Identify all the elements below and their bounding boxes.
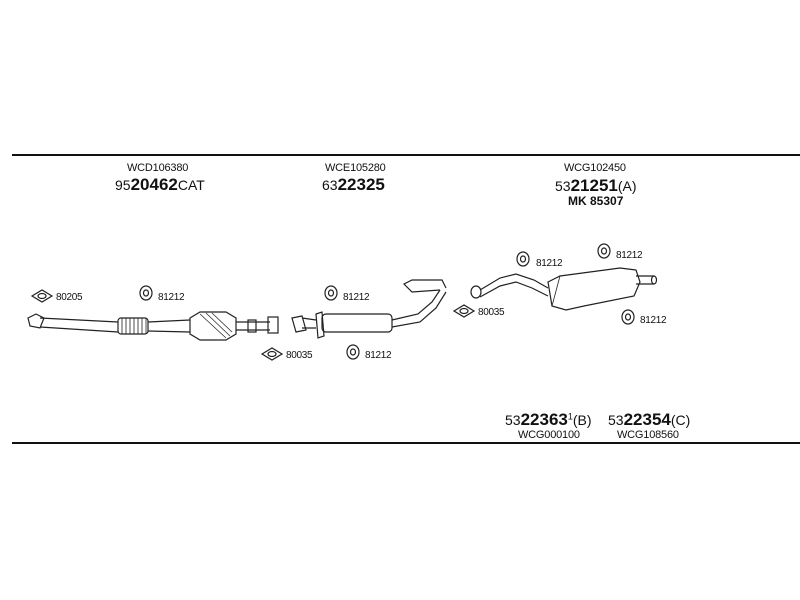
group-3-part-number: 5321251(A) bbox=[555, 176, 637, 196]
gasket-icon-rear bbox=[452, 304, 476, 318]
clamp-icon-mid-top bbox=[324, 285, 338, 301]
callout-gasket-rear: 80035 bbox=[478, 307, 505, 318]
bottom-part-b-main: 22363 bbox=[520, 410, 568, 429]
callout-clamp-rear-c: 81212 bbox=[640, 315, 667, 326]
clamp-icon-rear-c bbox=[621, 309, 635, 325]
bottom-part-c-suffix: (C) bbox=[670, 412, 691, 428]
group-3-part-main: 21251 bbox=[570, 176, 618, 195]
front-pipe-catalyst-icon bbox=[27, 311, 279, 341]
group-1-part-suffix: CAT bbox=[177, 177, 205, 193]
group-2-part-number: 6322325 bbox=[322, 175, 385, 195]
clamp-icon-cat bbox=[139, 285, 153, 301]
group-3-part-prefix: 53 bbox=[555, 178, 571, 194]
callout-clamp-rear-a: 81212 bbox=[536, 258, 563, 269]
callout-clamp-mid-top: 81212 bbox=[343, 292, 370, 303]
group-1-code: WCD106380 bbox=[127, 162, 189, 174]
bottom-part-b-code: WCG000100 bbox=[518, 429, 580, 441]
group-1-part-number: 9520462CAT bbox=[115, 175, 205, 195]
gasket-icon-cat bbox=[260, 347, 284, 361]
top-rule bbox=[12, 154, 800, 156]
group-1-part-main: 20462 bbox=[130, 175, 178, 194]
group-2-part-prefix: 63 bbox=[322, 177, 338, 193]
group-1-part-prefix: 95 bbox=[115, 177, 131, 193]
clamp-icon-rear-b bbox=[597, 243, 611, 259]
callout-gasket-cat: 80035 bbox=[286, 350, 313, 361]
bottom-part-b-sup: 1 bbox=[567, 411, 573, 422]
clamp-icon-mid-bottom bbox=[346, 344, 360, 360]
rear-pipe-rear-muffler-icon bbox=[470, 267, 658, 311]
bottom-part-b-suffix: (B) bbox=[572, 412, 592, 428]
callout-clamp-mid-bottom: 81212 bbox=[365, 350, 392, 361]
group-3-code: WCG102450 bbox=[564, 162, 626, 174]
group-2-code: WCE105280 bbox=[325, 162, 386, 174]
callout-clamp-rear-b: 81212 bbox=[616, 250, 643, 261]
group-3-kit-number: MK 85307 bbox=[568, 194, 624, 208]
bottom-part-b-prefix: 53 bbox=[505, 412, 521, 428]
callout-gasket-front: 80205 bbox=[56, 292, 83, 303]
bottom-part-c-prefix: 53 bbox=[608, 412, 624, 428]
bottom-part-c-main: 22354 bbox=[623, 410, 671, 429]
gasket-icon-front bbox=[30, 289, 54, 303]
clamp-icon-rear-a bbox=[516, 251, 530, 267]
bottom-part-b-number: 53223631(B) bbox=[505, 410, 592, 430]
center-pipe-middle-muffler-icon bbox=[291, 279, 447, 339]
group-2-part-main: 22325 bbox=[337, 175, 385, 194]
group-3-part-suffix: (A) bbox=[617, 178, 637, 194]
bottom-rule bbox=[12, 442, 800, 444]
bottom-part-c-number: 5322354(C) bbox=[608, 410, 690, 430]
callout-clamp-cat: 81212 bbox=[158, 292, 185, 303]
bottom-part-c-code: WCG108560 bbox=[617, 429, 679, 441]
